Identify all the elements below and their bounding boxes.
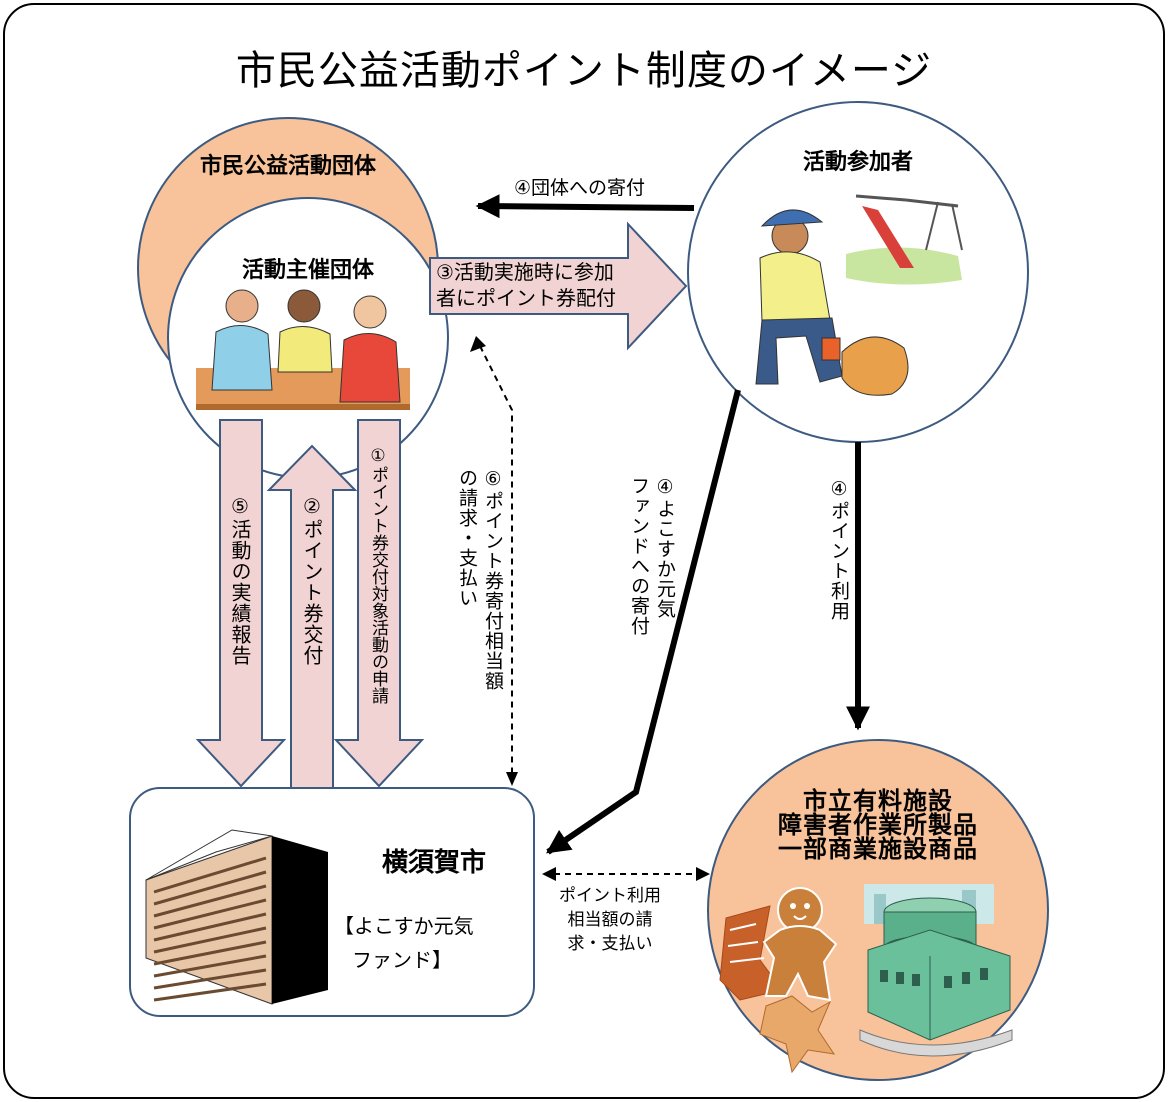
participant-label: 活動参加者	[802, 150, 913, 175]
settle-arrowhead-left	[542, 867, 556, 881]
diagram-title: 市民公益活動ポイント制度のイメージ	[235, 48, 933, 94]
claim-arrowhead-top	[470, 336, 486, 352]
issue-label: ②ポイント券交付	[300, 494, 324, 666]
fund-donation-label: ④よこすか元気 ファンドへの寄付	[626, 476, 678, 676]
claim-dashed-line	[479, 345, 513, 782]
claim-arrowhead-bottom	[506, 772, 518, 786]
volunteer-cleanup-icon	[755, 194, 963, 396]
fund-line-2: ファンド】	[352, 948, 452, 972]
report-block-arrow	[195, 419, 287, 788]
claim-label: ⑥ポイント券寄付相当額 の請求・支払い	[454, 468, 506, 758]
host-group-label: 活動主催団体	[241, 258, 374, 283]
apply-label: ①ポイント券交付対象活動の申請	[368, 446, 388, 704]
donation-to-group-arrow	[475, 194, 695, 219]
gingerbread-cookie-icon	[719, 887, 838, 1074]
civic-group-label: 市民公益活動団体	[199, 154, 376, 179]
facility-line-3: 一部商業施設商品	[778, 835, 978, 863]
claim-col-1: ⑥ポイント券寄付相当額	[482, 468, 504, 691]
distribute-line-2: 者にポイント券配付	[436, 286, 616, 310]
apply-block-arrow	[333, 419, 425, 788]
issue-block-arrow	[266, 444, 358, 789]
settle-arrowhead-right	[696, 867, 710, 881]
fund-line-1: 【よこすか元気	[334, 914, 474, 938]
facility-line-2: 障害者作業所製品	[778, 811, 978, 839]
report-label: ⑤活動の実績報告	[228, 494, 252, 666]
distribute-line-1: ③活動実施時に参加	[436, 260, 614, 284]
point-use-label: ④ポイント利用	[828, 478, 850, 621]
fund-col-1: ④よこすか元気	[654, 476, 676, 619]
meeting-people-icon	[196, 289, 410, 410]
fund-donation-arrow	[546, 389, 741, 855]
claim-col-2: の請求・支払い	[456, 468, 478, 608]
fund-col-2: ファンドへの寄付	[628, 476, 650, 636]
settle-line-1: ポイント利用	[559, 886, 661, 906]
facility-line-1: 市立有料施設	[803, 787, 953, 815]
distribute-block-arrow	[429, 221, 688, 351]
office-building-icon	[145, 829, 328, 1005]
donation-to-group-label: ④団体への寄付	[514, 177, 646, 199]
facility-building-icon	[859, 884, 1013, 1057]
settle-line-3: 求・支払い	[567, 934, 653, 954]
settle-line-2: 相当額の請	[567, 910, 653, 930]
city-label: 横須賀市	[381, 848, 486, 878]
